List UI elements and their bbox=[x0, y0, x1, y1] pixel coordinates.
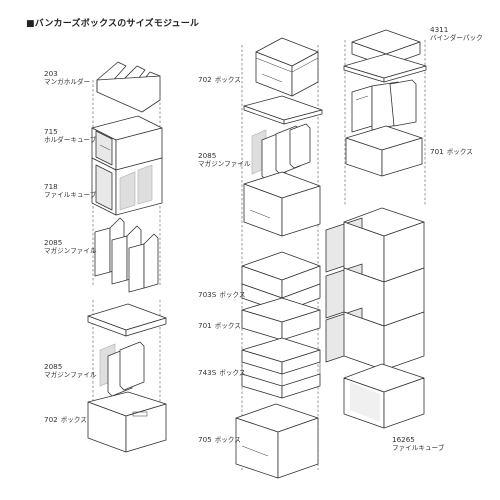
file-cube-16265 bbox=[343, 363, 425, 429]
label-701-a-name: ボックス bbox=[446, 148, 473, 156]
box-702-bottom bbox=[87, 391, 167, 453]
label-4311-name: バインダーパック bbox=[430, 34, 483, 42]
label-2085-b-num: 2085 bbox=[44, 362, 63, 371]
label-705-name: ボックス bbox=[214, 436, 241, 444]
label-4311: 4311 バインダーパック bbox=[430, 25, 483, 43]
label-703s-name: ボックス bbox=[219, 291, 246, 299]
label-2085-a-num: 2085 bbox=[44, 238, 63, 247]
label-743s-name: ボックス bbox=[219, 369, 246, 377]
manga-holder-203 bbox=[96, 61, 161, 113]
diagram-title: ■バンカーズボックスのサイズモジュール bbox=[26, 19, 200, 29]
label-718-name: ファイルキューブ bbox=[44, 191, 97, 199]
box-743s bbox=[241, 337, 321, 399]
label-2085-c: 2085 マガジンファイル bbox=[198, 151, 251, 169]
magazine-files-2085-bottom bbox=[99, 341, 145, 397]
label-2085-b-name: マガジンファイル bbox=[44, 371, 97, 379]
label-16265: 16265 ファイルキューブ bbox=[392, 435, 445, 453]
label-702-a-name: ボックス bbox=[60, 416, 87, 424]
label-715: 715 ホルダーキューブ bbox=[44, 127, 97, 145]
label-701-a-num: 701 bbox=[430, 147, 444, 156]
label-701-b-num: 701 bbox=[198, 321, 212, 330]
label-703s-num: 703S bbox=[198, 290, 217, 299]
box-705 bbox=[235, 403, 319, 479]
cube-stack-right bbox=[325, 207, 425, 371]
label-705-num: 705 bbox=[198, 435, 212, 444]
label-702-a-num: 702 bbox=[44, 415, 58, 424]
label-4311-num: 4311 bbox=[430, 25, 449, 34]
label-16265-name: ファイルキューブ bbox=[392, 444, 445, 452]
label-2085-a: 2085 マガジンファイル bbox=[44, 238, 97, 256]
label-2085-b: 2085 マガジンファイル bbox=[44, 362, 97, 380]
label-203-num: 203 bbox=[44, 69, 58, 78]
binder-set bbox=[351, 79, 417, 133]
label-743s-num: 743S bbox=[198, 368, 217, 377]
holder-cube-715 bbox=[91, 115, 163, 171]
label-718: 718 ファイルキューブ bbox=[44, 182, 97, 200]
box-702-top bbox=[255, 37, 319, 97]
label-715-num: 715 bbox=[44, 127, 58, 136]
label-203-name: マンガホルダー bbox=[44, 78, 91, 86]
magazine-files-2085-mid bbox=[251, 123, 311, 181]
file-cube-718 bbox=[91, 157, 163, 216]
label-16265-num: 16265 bbox=[392, 435, 415, 444]
box-702-mid bbox=[243, 171, 321, 237]
label-2085-a-name: マガジンファイル bbox=[44, 247, 97, 255]
label-203: 203 マンガホルダー bbox=[44, 69, 91, 87]
magazine-files-2085-top bbox=[94, 217, 159, 293]
label-702-b-name: ボックス bbox=[214, 76, 241, 84]
label-701-b-name: ボックス bbox=[214, 322, 241, 330]
label-718-num: 718 bbox=[44, 182, 58, 191]
label-2085-c-num: 2085 bbox=[198, 151, 217, 160]
label-702-b-num: 702 bbox=[198, 75, 212, 84]
label-2085-c-name: マガジンファイル bbox=[198, 160, 251, 168]
box-701-stack bbox=[241, 297, 321, 341]
binder-pack-4311 bbox=[343, 29, 427, 83]
lid-702-bottom bbox=[87, 303, 167, 337]
label-715-name: ホルダーキューブ bbox=[44, 136, 97, 144]
box-701-right bbox=[345, 125, 423, 177]
lid-702-top bbox=[243, 95, 323, 125]
